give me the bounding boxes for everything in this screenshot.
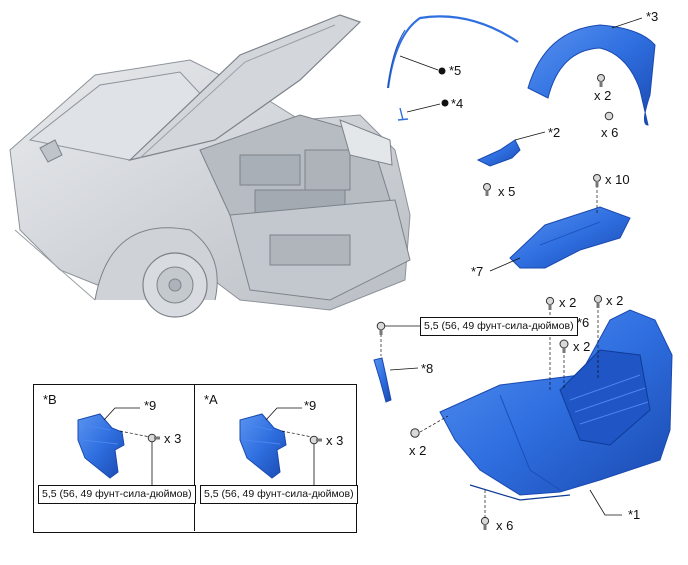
inset-title-a: *A: [204, 392, 218, 407]
bolt-icon: [480, 516, 490, 530]
callout-dot-5: [438, 67, 446, 75]
qty-bottom-bolts: x 6: [496, 518, 514, 533]
qty-fender-bolts: x 2: [594, 88, 612, 103]
torque-spec-inset-b: 5,5 (56, 49 фунт-сила-дюймов): [38, 485, 196, 504]
inset-frame: [33, 384, 357, 533]
callout-4: *4: [451, 96, 464, 111]
vehicle-illustration: [9, 14, 411, 318]
qty-inset-b-bolts: x 3: [164, 431, 182, 446]
bolt-icon: [309, 435, 322, 445]
callout-1: *1: [628, 507, 641, 522]
torque-spec-main: 5,5 (56, 49 фунт-сила-дюймов): [420, 317, 578, 336]
bolt-icon: [147, 433, 160, 443]
lower-bracket-part: [373, 321, 419, 403]
qty-inset-a-bolts: x 3: [326, 433, 344, 448]
bolt-icon: [559, 339, 569, 353]
bolt-icon: [593, 174, 601, 187]
inset-a-illustration: [239, 407, 322, 489]
bolt-icon: [545, 296, 555, 310]
callout-8: *8: [421, 361, 434, 376]
qty-side-clips: x 2: [409, 443, 427, 458]
qty-cover-bolts: x 10: [605, 172, 630, 187]
qty-mid-bolts: x 2: [573, 339, 591, 354]
bolt-icon: [597, 74, 605, 87]
qty-top-bolts-left: x 2: [559, 295, 577, 310]
torque-spec-inset-a: 5,5 (56, 49 фунт-сила-дюймов): [200, 485, 358, 504]
engine-under-cover-part: [489, 174, 631, 272]
clip-icon: [604, 111, 614, 121]
inset-title-b: *B: [43, 392, 57, 407]
callout-5: *5: [449, 63, 462, 78]
callout-2: *2: [548, 125, 561, 140]
bolt-icon: [593, 294, 603, 308]
callout-7: *7: [471, 264, 484, 279]
qty-top-bolts-right: x 2: [606, 293, 624, 308]
bolt-icon: [483, 183, 491, 196]
qty-fender-clips: x 6: [601, 125, 619, 140]
fender-liner-part: [527, 17, 656, 126]
callout-3: *3: [646, 9, 659, 24]
inset-divider: [194, 384, 195, 531]
callout-6: *6: [577, 315, 590, 330]
front-bumper-part: [439, 309, 673, 501]
callout-9-inset-b: *9: [144, 398, 157, 413]
callout-9-inset-a: *9: [304, 398, 317, 413]
qty-bracket-bolts: x 5: [498, 184, 516, 199]
inset-b-illustration: [77, 407, 160, 489]
bracket-part: [476, 131, 546, 196]
bolt-icon: [376, 321, 386, 335]
clip-icon: [410, 428, 420, 438]
hood-seal-part: [386, 15, 519, 121]
callout-dot-4: [441, 99, 449, 107]
